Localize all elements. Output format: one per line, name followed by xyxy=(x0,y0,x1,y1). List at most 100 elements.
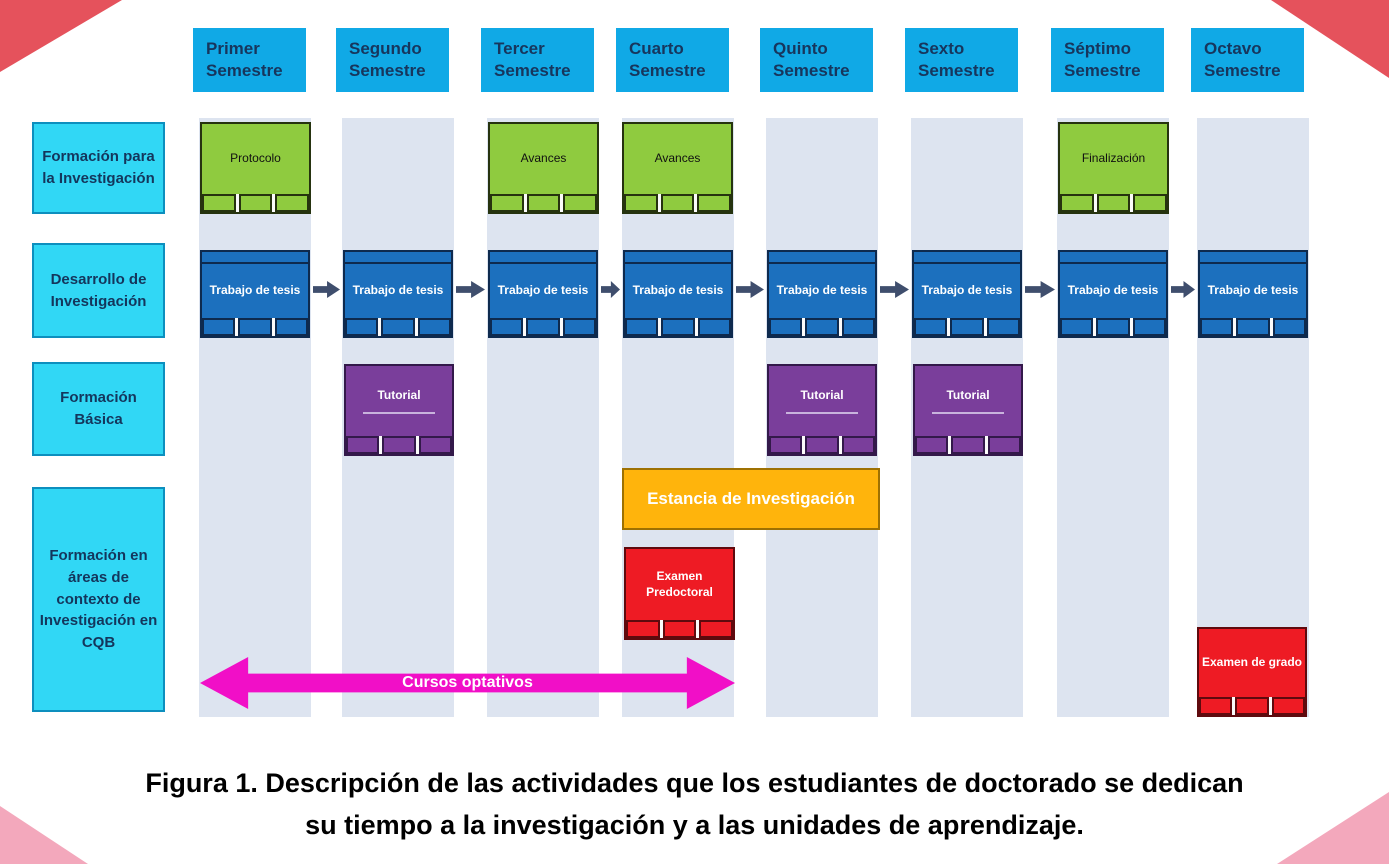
tutorial-rule xyxy=(362,411,436,414)
credit-cell xyxy=(660,194,695,212)
semester-lane-3 xyxy=(487,118,599,717)
semester-lane-8 xyxy=(1197,118,1309,717)
tutorial-rule xyxy=(785,411,859,414)
tutorial-label: Tutorial xyxy=(377,388,421,403)
credit-cell xyxy=(563,194,598,212)
thesis-label: Trabajo de tesis xyxy=(776,283,868,298)
thesis-box-8: Trabajo de tesis xyxy=(1198,250,1308,338)
thesis-label: Trabajo de tesis xyxy=(921,283,1013,298)
credit-strip xyxy=(346,436,452,454)
milestone-avances-2: Avances xyxy=(622,122,733,214)
credit-cell xyxy=(1060,194,1094,212)
credit-strip xyxy=(1060,194,1168,212)
credit-cell xyxy=(526,318,560,336)
credit-cell xyxy=(490,194,524,212)
credit-cell xyxy=(1235,697,1269,715)
credit-strip xyxy=(490,194,598,212)
credit-cell xyxy=(274,318,308,336)
thesis-top-strip xyxy=(769,252,875,264)
category-desarrollo-investigacion: Desarrollo de Investigación xyxy=(32,243,165,338)
credit-cell xyxy=(1060,318,1094,336)
credit-cell xyxy=(345,318,379,336)
figure-caption: Figura 1. Descripción de las actividades… xyxy=(0,762,1389,846)
credit-cell xyxy=(769,318,803,336)
credit-strip xyxy=(915,436,1021,454)
credit-cell xyxy=(697,318,731,336)
credit-cell xyxy=(526,194,561,212)
cursos-optativos-label: Cursos optativos xyxy=(402,674,533,691)
semester-header-1: Primer Semestre xyxy=(193,28,306,92)
thesis-label: Trabajo de tesis xyxy=(497,283,589,298)
credit-cell xyxy=(1272,318,1306,336)
estancia-box: Estancia de Investigación xyxy=(622,468,880,530)
examen-predoctoral-box: Examen Predoctoral xyxy=(624,547,735,640)
semester-header-5: Quinto Semestre xyxy=(760,28,873,92)
credit-strip xyxy=(202,318,308,336)
credit-cell xyxy=(1236,318,1270,336)
credit-strip xyxy=(1200,318,1306,336)
milestone-label: Finalización xyxy=(1081,151,1146,166)
credit-cell xyxy=(382,436,416,454)
semester-lane-1 xyxy=(199,118,311,717)
examen-predoctoral-label: Examen Predoctoral xyxy=(646,568,713,599)
credit-cell xyxy=(950,318,984,336)
semester-header-8: Octavo Semestre xyxy=(1191,28,1304,92)
credit-cell xyxy=(490,318,524,336)
semester-header-2: Segundo Semestre xyxy=(336,28,449,92)
credit-cell xyxy=(914,318,948,336)
thesis-top-strip xyxy=(914,252,1020,264)
thesis-box-7: Trabajo de tesis xyxy=(1058,250,1168,338)
corner-decoration-top-left xyxy=(0,0,122,72)
credit-cell xyxy=(238,194,273,212)
figure-caption-line-2: su tiempo a la investigación y a las uni… xyxy=(305,810,1084,840)
thesis-top-strip xyxy=(625,252,731,264)
credit-strip xyxy=(202,194,310,212)
credit-cell xyxy=(624,194,658,212)
credit-cell xyxy=(202,318,236,336)
category-formacion-basica: Formación Básica xyxy=(32,362,165,456)
thesis-label: Trabajo de tesis xyxy=(209,283,301,298)
milestone-label: Protocolo xyxy=(230,151,281,166)
flow-arrow-icon xyxy=(736,281,764,298)
thesis-box-3: Trabajo de tesis xyxy=(488,250,598,338)
milestone-finalizacion: Finalización xyxy=(1058,122,1169,214)
tutorial-box-1: Tutorial xyxy=(344,364,454,456)
credit-strip xyxy=(769,318,875,336)
thesis-box-4: Trabajo de tesis xyxy=(623,250,733,338)
credit-cell xyxy=(951,436,985,454)
semester-lane-7 xyxy=(1057,118,1169,717)
figure-caption-line-1: Figura 1. Descripción de las actividades… xyxy=(145,768,1244,798)
credit-cell xyxy=(625,318,659,336)
thesis-top-strip xyxy=(345,252,451,264)
credit-cell xyxy=(841,318,875,336)
category-formacion-investigacion: Formación para la Investigación xyxy=(32,122,165,214)
credit-cell xyxy=(769,436,803,454)
credit-strip xyxy=(345,318,451,336)
credit-cell xyxy=(986,318,1020,336)
credit-cell xyxy=(805,436,839,454)
credit-strip xyxy=(625,318,731,336)
category-formacion-contexto-cqb: Formación en áreas de contexto de Invest… xyxy=(32,487,165,712)
credit-cell xyxy=(699,620,734,638)
semester-header-7: Séptimo Semestre xyxy=(1051,28,1164,92)
credit-cell xyxy=(841,436,875,454)
credit-cell xyxy=(1200,318,1234,336)
thesis-box-6: Trabajo de tesis xyxy=(912,250,1022,338)
tutorial-box-2: Tutorial xyxy=(767,364,877,456)
flow-arrow-icon xyxy=(601,281,620,298)
credit-cell xyxy=(626,620,660,638)
credit-cell xyxy=(1199,697,1233,715)
credit-cell xyxy=(1271,697,1305,715)
thesis-label: Trabajo de tesis xyxy=(1207,283,1299,298)
credit-strip xyxy=(624,194,732,212)
tutorial-rule xyxy=(931,411,1005,414)
credit-cell xyxy=(661,318,695,336)
credit-cell xyxy=(202,194,236,212)
credit-cell xyxy=(1132,318,1166,336)
credit-strip xyxy=(914,318,1020,336)
credit-cell xyxy=(1096,194,1131,212)
examen-grado-box: Examen de grado xyxy=(1197,627,1307,717)
credit-cell xyxy=(562,318,596,336)
thesis-top-strip xyxy=(1060,252,1166,264)
